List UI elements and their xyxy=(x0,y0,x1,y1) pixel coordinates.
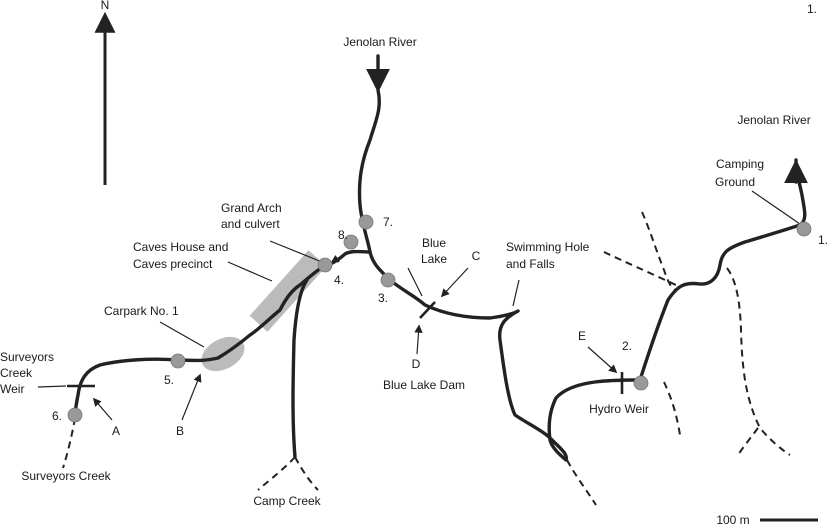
site-1-marker xyxy=(796,221,812,237)
site-7-marker xyxy=(358,214,374,230)
point-a-label: A xyxy=(112,424,120,438)
tributary-right-east-branch xyxy=(726,267,791,456)
blue-lake-dam-label: Blue Lake Dam xyxy=(383,378,465,392)
grand-arch-leader xyxy=(269,240,323,263)
surveyors-weir-label-line1: Surveyors xyxy=(0,350,54,364)
surveyors-creek-lower xyxy=(62,417,76,469)
swimming-hole-label-line1: Swimming Hole xyxy=(506,240,590,254)
swimming-hole-label-line2: and Falls xyxy=(506,257,555,271)
site-8-label: 8. xyxy=(338,228,348,242)
tributary-right-west-branch xyxy=(737,427,759,456)
blue-lake-leader xyxy=(407,267,423,297)
point-d-label: D xyxy=(412,357,421,371)
arrow-culvert xyxy=(330,253,346,263)
surveyors-weir-leader xyxy=(37,385,67,388)
camp-creek-channel xyxy=(291,278,309,459)
arrow-a xyxy=(92,397,113,421)
blue-lake-dam-bar xyxy=(419,301,436,319)
tributary-hydro xyxy=(663,381,681,436)
blue-lake-label-line1: Blue xyxy=(422,236,446,250)
caves-house-label-line1: Caves House and xyxy=(133,240,228,254)
camping-ground-label-line1: Camping xyxy=(716,157,764,171)
surveyors-weir-label-line3: Weir xyxy=(0,382,24,396)
site-8-marker xyxy=(343,234,359,250)
carpark-leader xyxy=(159,321,205,348)
arrow-d xyxy=(414,324,423,355)
site-4-marker xyxy=(317,257,333,273)
blue-lake-label-line2: Lake xyxy=(421,252,447,266)
swimming-hole-leader xyxy=(512,279,520,307)
site-4-label: 4. xyxy=(334,273,344,287)
camping-ground-label-line2: Ground xyxy=(715,175,755,189)
hydro-weir-label: Hydro Weir xyxy=(589,402,649,416)
scale-bar-label: 100 m xyxy=(716,513,749,527)
arrow-b xyxy=(181,373,202,421)
camp-creek-west-branch xyxy=(257,456,296,491)
site-1-label: 1. xyxy=(818,233,828,247)
tributary-upper-right-1 xyxy=(641,211,677,291)
caves-house-precinct-area xyxy=(249,250,327,332)
north-label: N xyxy=(101,0,110,12)
grand-arch-label-line1: Grand Arch xyxy=(221,201,282,215)
camp-creek-label: Camp Creek xyxy=(253,494,321,508)
site-2-marker xyxy=(633,375,649,391)
camping-ground-leader xyxy=(751,190,801,225)
site-7-label: 7. xyxy=(383,215,393,229)
tributary-upper-right-2 xyxy=(603,251,677,286)
surveyors-weir-label-line2: Creek xyxy=(0,366,33,380)
carpark-label: Carpark No. 1 xyxy=(104,304,179,318)
caves-house-leader xyxy=(227,261,273,282)
site-2-label: 2. xyxy=(622,339,632,353)
jenolan-river-east-label: Jenolan River xyxy=(737,113,810,127)
jenolan-river-west xyxy=(73,249,372,420)
site-3-label: 3. xyxy=(378,291,388,305)
tributary-south xyxy=(566,459,597,506)
jenolan-river-main xyxy=(357,88,807,462)
site-5-label: 5. xyxy=(164,373,174,387)
surveyors-creek-label: Surveyors Creek xyxy=(21,469,111,483)
point-c-label: C xyxy=(472,249,481,263)
arrow-c xyxy=(440,267,469,298)
site-6-marker xyxy=(67,407,83,423)
site-3-marker xyxy=(380,272,396,288)
jenolan-river-north-label: Jenolan River xyxy=(343,35,416,49)
camp-creek-east-branch xyxy=(294,456,319,491)
site-5-marker xyxy=(170,353,186,369)
grand-arch-label-line2: and culvert xyxy=(221,217,280,231)
point-e-label: E xyxy=(578,329,586,343)
arrow-e xyxy=(587,346,618,374)
figure-number: 1. xyxy=(807,2,817,16)
point-b-label: B xyxy=(176,424,184,438)
caves-house-label-line2: Caves precinct xyxy=(133,257,213,271)
site-6-label: 6. xyxy=(52,409,62,423)
